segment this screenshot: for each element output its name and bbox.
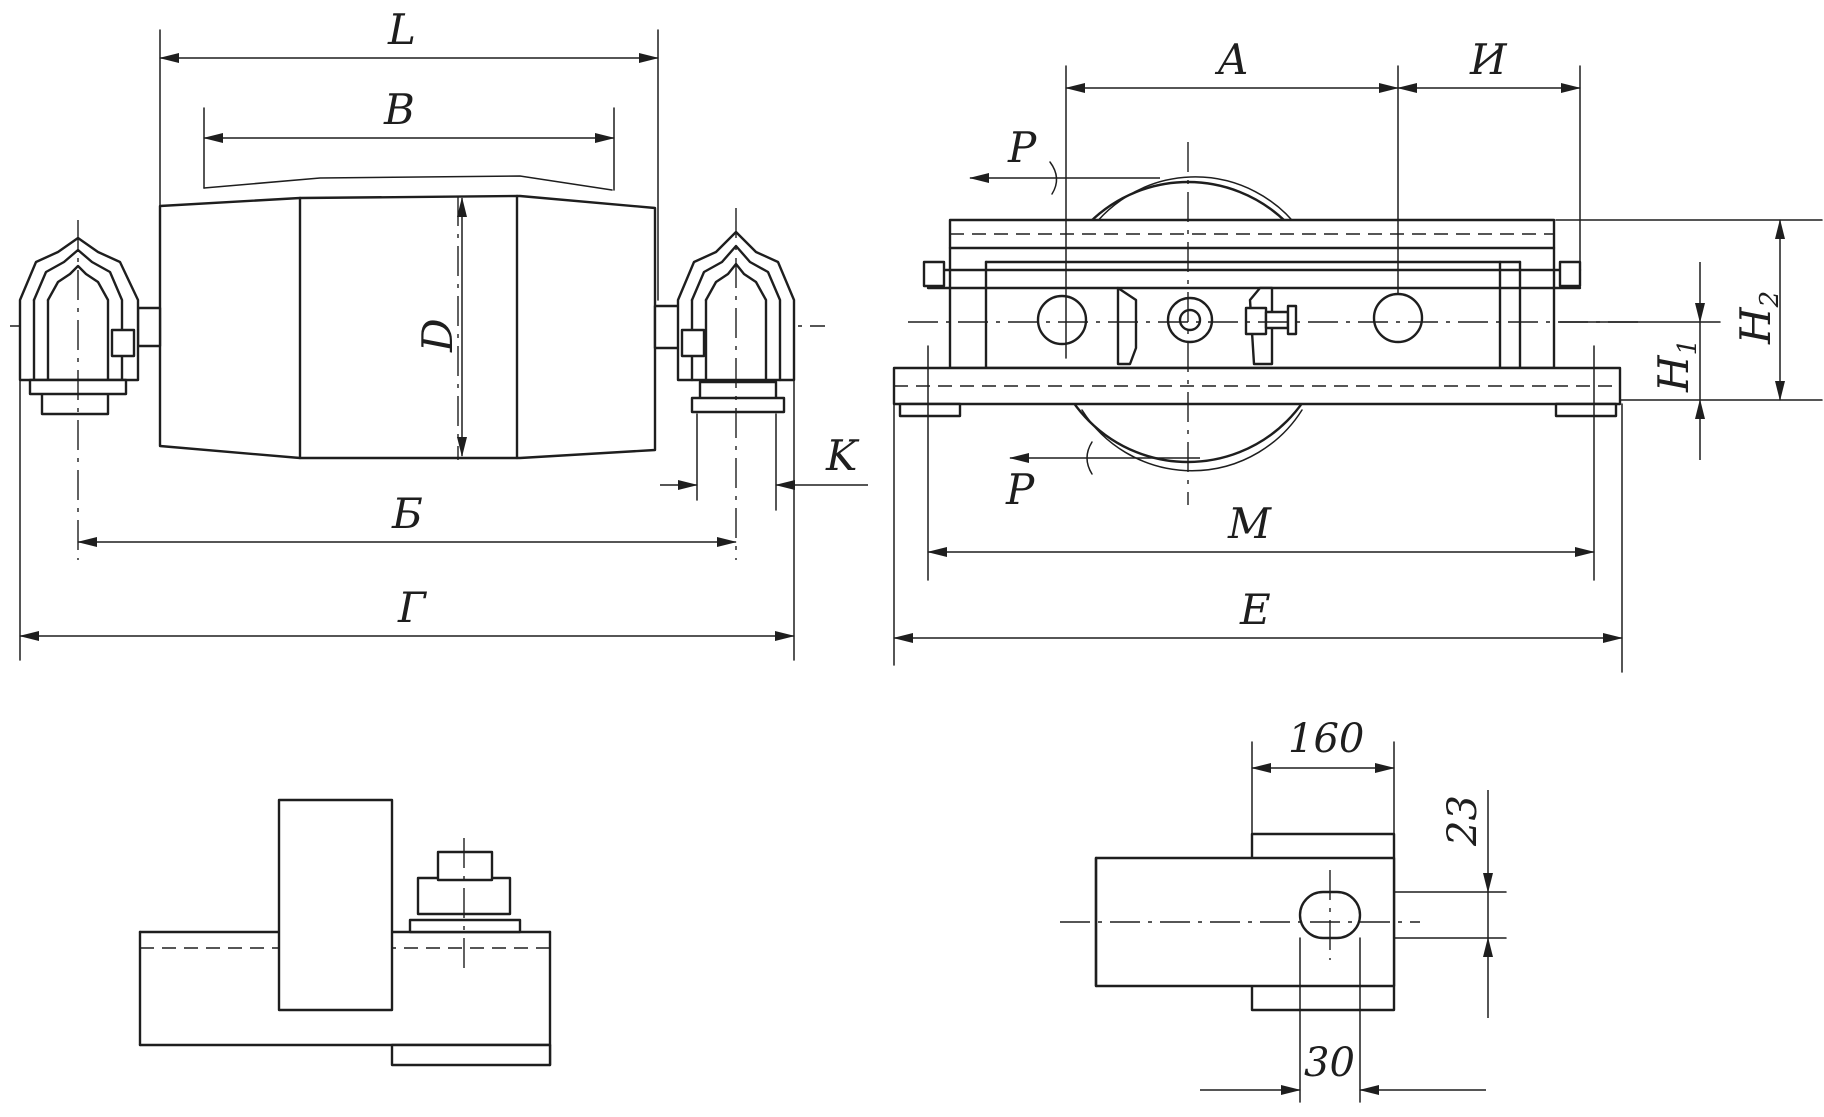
shaft-right [653,304,681,350]
label-E: E [1239,585,1271,634]
label-K: K [825,431,860,480]
svg-text:H1: H1 [1649,339,1703,393]
pulley-inner-arc [1081,409,1303,472]
label-B: B [383,85,415,134]
adjust-bolt [1244,304,1298,336]
nut-upper [436,850,494,882]
drum-block [277,798,394,1012]
slot-detail: 160 23 30 [1060,716,1507,1103]
base-foot-right [1554,402,1618,418]
label-D: D [413,318,462,353]
label-Г: Г [397,583,428,632]
label-H1: H1 [1649,339,1703,393]
svg-text:H2: H2 [1731,291,1785,345]
hole-right [1372,292,1424,344]
label-Б: Б [391,489,423,538]
force-arrow-tail-bottom [1086,441,1093,475]
bearing-left [18,236,140,416]
drum-body [158,194,657,460]
label-H2: H2 [1731,291,1785,345]
label-160: 160 [1288,716,1364,762]
bearing-block-left [1116,286,1138,366]
label-M: M [1227,499,1272,548]
base-strip [390,1043,552,1067]
hole-left [1036,294,1088,346]
drum-side-view: A И P P H1 H2 M E [892,35,1823,673]
label-30: 30 [1304,1040,1355,1086]
force-arrow-tail-top [1049,161,1058,195]
label-P-top: P [1007,123,1037,172]
rod-nut-right [1558,260,1582,288]
pulley-inner-arc [1084,176,1301,239]
drum-front-view: L B D K Б Г [10,5,868,661]
washer-plate [408,918,522,934]
label-23: 23 [1440,795,1486,847]
rod-nut-left [922,260,946,288]
label-И: И [1469,35,1508,84]
label-A: A [1214,35,1248,84]
label-L: L [387,5,416,54]
label-P-bottom: P [1005,465,1035,514]
shaft-hole [1166,296,1214,344]
belt-edge [203,175,613,191]
base-foot-left [898,402,962,418]
shaft-left [136,306,162,348]
shaft-hole-inner [1178,308,1202,332]
bolt-mounting-detail [138,798,552,1067]
